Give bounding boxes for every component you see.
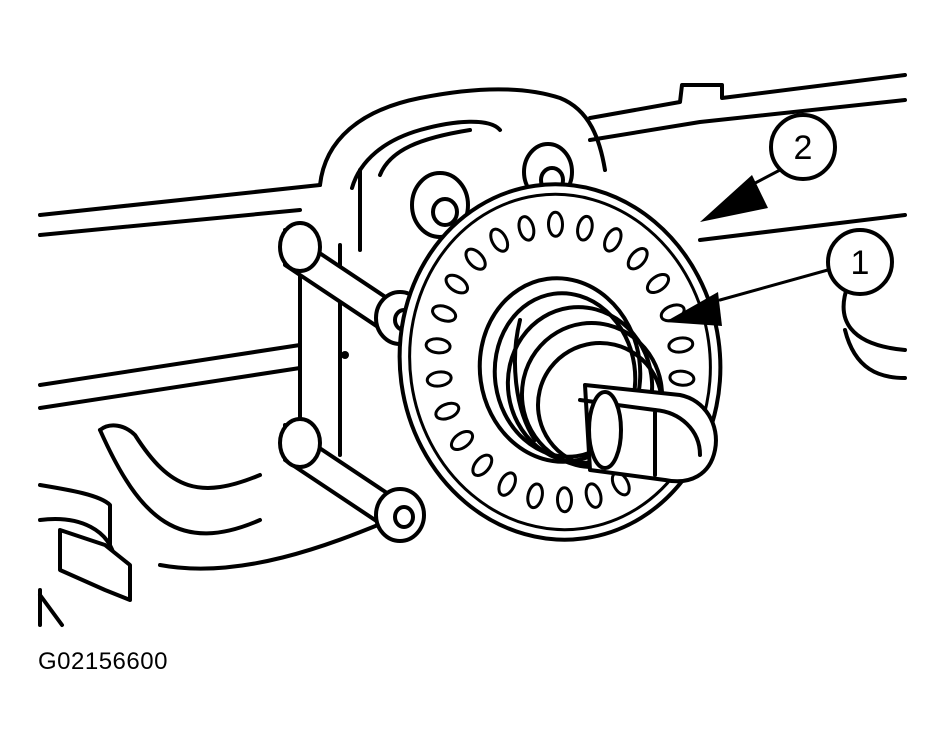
lower-rail [38,343,302,410]
upper-rail [38,73,907,242]
lower-arm [38,423,392,627]
tone-ring-slot [626,247,649,271]
callout-1: 1 [826,228,894,296]
callout-1-leader [665,266,837,326]
housing-body [318,87,607,252]
tone-ring-slot [526,482,544,510]
axle-shaft [578,383,718,484]
tone-ring-slot [555,486,574,514]
tone-ring-slot [668,369,696,387]
callout-2-leader [700,168,782,222]
tone-ring-slot [497,471,517,497]
tone-ring-slot [449,429,475,452]
callout-2-number: 2 [794,129,813,167]
tone-ring-slot [667,336,695,354]
tone-ring-slot [424,337,452,355]
callout-2: 2 [769,113,837,181]
tone-ring-slot [444,273,470,295]
tone-ring-slot [517,215,536,242]
figure-code: G02156600 [38,648,168,675]
tone-ring-slot [603,227,623,253]
tone-ring-slot [584,482,603,509]
tone-ring-slot [645,272,671,295]
tone-ring-slot [434,401,461,421]
tone-ring-slot [431,304,458,323]
tone-ring-slot [489,227,510,253]
tone-ring-slot [576,214,594,242]
tone-ring-slot [425,370,453,388]
housing-bolt-left [410,171,470,239]
callout-1-number: 1 [851,244,870,282]
tone-ring-slot [471,453,494,477]
right-boss [841,283,907,380]
tone-ring-slot [546,210,565,238]
tone-ring-slot [464,247,487,271]
